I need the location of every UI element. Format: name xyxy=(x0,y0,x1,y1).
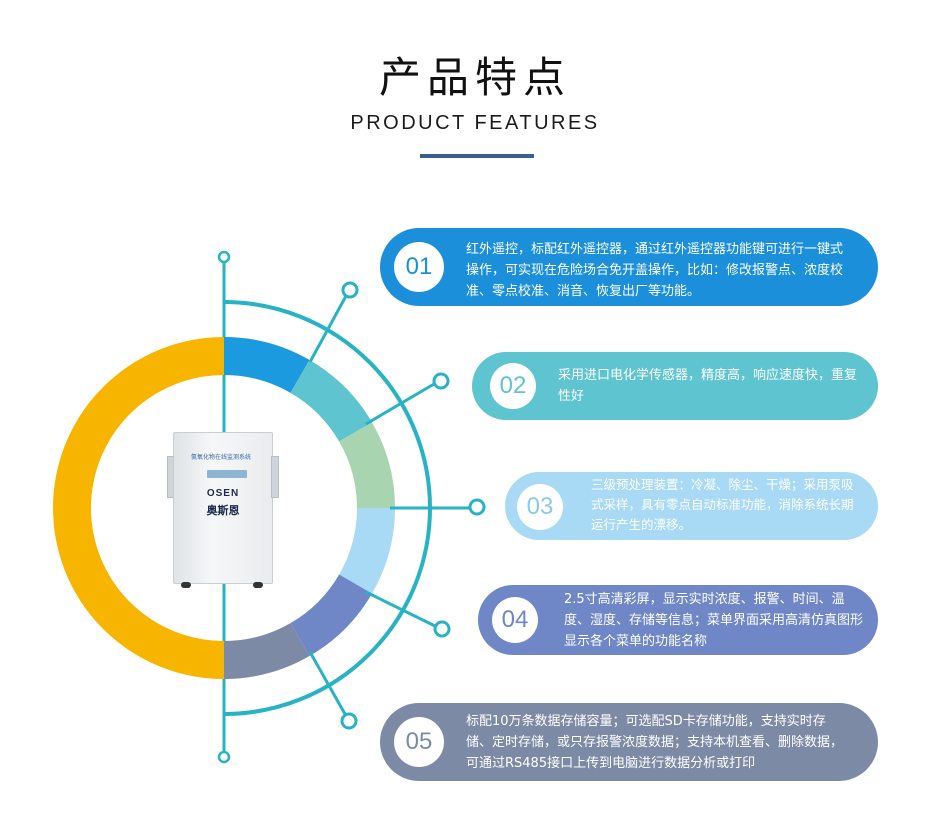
feature-text-03: 三级预处理装置：冷凝、除尘、干燥；采用泵吸式采样，具有零点自动标准功能，消除系统… xyxy=(591,477,854,532)
ring-segment-3 xyxy=(338,422,395,509)
feature-text-04: 2.5寸高清彩屏，显示实时浓度、报警、时间、温度、湿度、存储等信息；菜单界面采用… xyxy=(564,592,864,649)
feature-text-01: 红外遥控，标配红外遥控器，通过红外遥控器功能键可进行一键式操作，可实现在危险场合… xyxy=(466,242,844,299)
feature-pill-02: 02 采用进口电化学传感器，精度高，响应速度快，重复性好 xyxy=(472,352,878,420)
ring-segment-2 xyxy=(290,359,373,442)
ring-segment-1 xyxy=(223,337,310,394)
feature-pill-05: 05 标配10万条数据存储容量；可选配SD卡存储功能，支持实时存储、定时存储，或… xyxy=(380,703,878,781)
cabinet-brand-cn: 奥斯恩 xyxy=(206,504,240,517)
title-underline xyxy=(420,154,534,158)
connector-dot-4 xyxy=(433,620,451,638)
cabinet-panel-title: 氨氧化物在线监测系统 xyxy=(191,454,252,461)
connector-dot-3 xyxy=(468,498,486,516)
connector-dot-5 xyxy=(340,712,358,730)
connector-4 xyxy=(365,590,436,628)
connector-dot-2 xyxy=(432,372,450,390)
feature-number-02: 02 xyxy=(490,363,536,409)
cabinet-body xyxy=(173,432,273,584)
ring-segment-4 xyxy=(338,507,395,594)
feature-pill-01: 01 红外遥控，标配红外遥控器，通过红外遥控器功能键可进行一键式操作，可实现在危… xyxy=(380,228,878,306)
cabinet-wheel-left xyxy=(181,582,191,588)
connectors xyxy=(308,281,486,730)
donut-ring xyxy=(53,337,395,679)
feature-number-04: 04 xyxy=(492,597,538,643)
page-title: 产品特点 xyxy=(378,53,571,102)
feature-pill-04: 04 2.5寸高清彩屏，显示实时浓度、报警、时间、温度、湿度、存储等信息；菜单界… xyxy=(478,585,878,655)
axis-top-dot xyxy=(217,250,231,264)
ring-segment-5 xyxy=(290,574,373,657)
ring-segment-yellow xyxy=(53,337,225,679)
feature-number-03: 03 xyxy=(517,484,563,530)
cabinet-brand-logo: OSEN xyxy=(206,488,240,499)
connector-dot-1 xyxy=(341,281,359,299)
feature-text-05: 标配10万条数据存储容量；可选配SD卡存储功能，支持实时存储、定时存储，或只存报… xyxy=(466,714,844,771)
connector-5 xyxy=(308,651,347,715)
cabinet-label-plate xyxy=(207,470,247,478)
cabinet-wheel-right xyxy=(253,582,263,588)
axis-bottom-dot xyxy=(217,750,231,764)
feature-number-01: 01 xyxy=(394,242,444,292)
cabinet-handle-right xyxy=(271,456,279,498)
product-cabinet-image: 氨氧化物在线监测系统 OSEN 奥斯恩 xyxy=(167,432,279,588)
feature-pill-03: 03 三级预处理装置：冷凝、除尘、干燥；采用泵吸式采样，具有零点自动标准功能，消… xyxy=(505,472,878,540)
connector-2 xyxy=(365,382,435,426)
feature-number-05: 05 xyxy=(394,717,444,767)
feature-text-02: 采用进口电化学传感器，精度高，响应速度快，重复性好 xyxy=(558,368,858,404)
connector-1 xyxy=(308,295,348,363)
ring-segment-6 xyxy=(223,622,310,679)
page-subtitle: PRODUCT FEATURES xyxy=(350,112,600,134)
